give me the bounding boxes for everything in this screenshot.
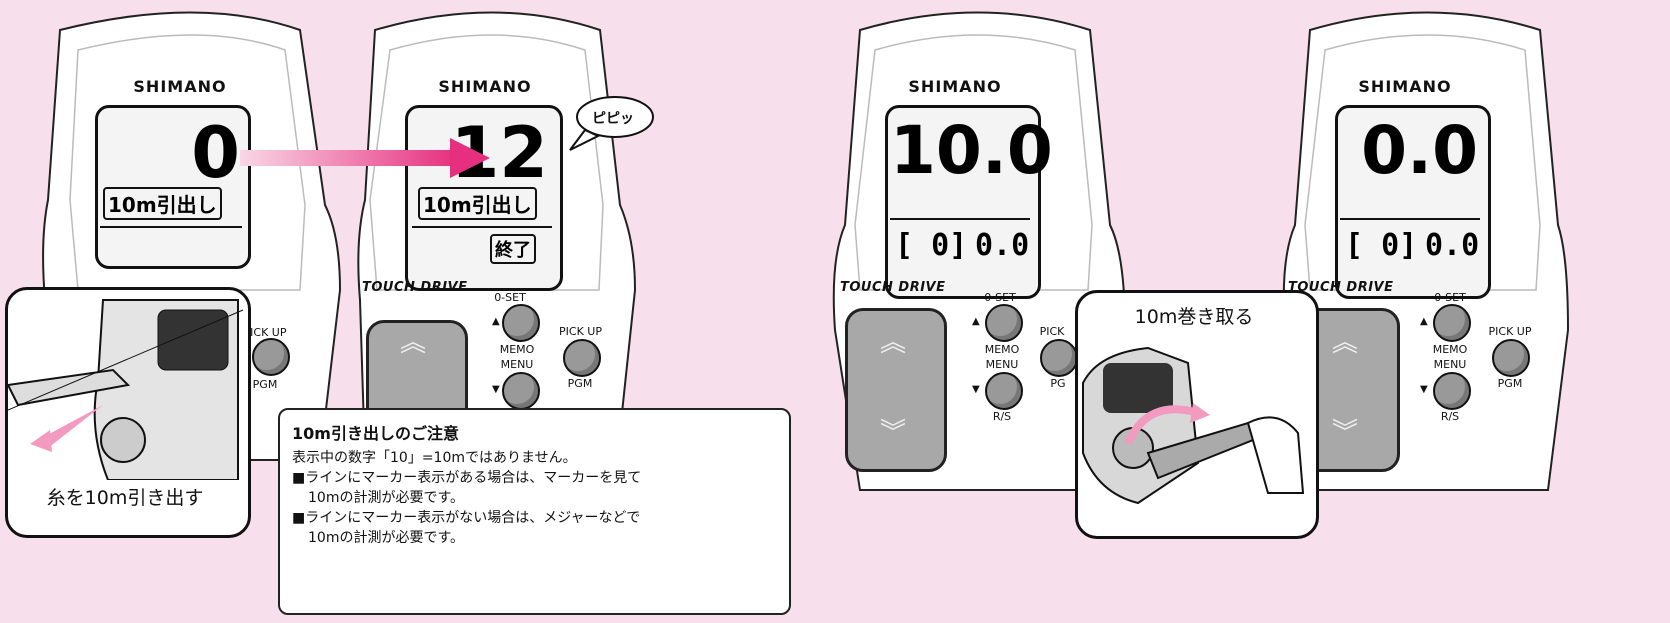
lcd-mode-label-1: 10m引出し — [103, 187, 222, 220]
pickup-label-1: PICK UP — [243, 326, 287, 339]
menu-button-2[interactable] — [502, 372, 540, 410]
notice-line-3: 10mの計測が必要です。 — [308, 490, 465, 506]
lcd-value-1: 0 — [191, 112, 240, 194]
lcd-sub-right-4: 0.0 — [1425, 228, 1480, 263]
chevron-up-icon: ︽ — [880, 328, 907, 358]
triangle-up-icon: ▲ — [972, 316, 980, 327]
touch-pad-3[interactable] — [845, 308, 947, 472]
touchdrive-logo-4: TOUCH DRIVE — [1288, 280, 1394, 295]
triangle-up-icon: ▲ — [1420, 316, 1428, 327]
notice-title: 10m引き出しのご注意 — [292, 424, 459, 443]
memo-label-4: MEMO — [1432, 343, 1468, 356]
sound-bubble — [569, 96, 654, 151]
lcd-sub-left-3: [ 0] — [895, 228, 968, 263]
oset-memo-button-4[interactable] — [1433, 304, 1471, 342]
lcd-sub-right-3: 0.0 — [975, 228, 1030, 263]
chevron-up-icon: ︽ — [400, 328, 427, 358]
lcd-end-label-2: 終了 — [490, 234, 536, 264]
lcd-mode-label-2: 10m引出し — [418, 187, 537, 220]
touchdrive-logo-3: TOUCH DRIVE — [840, 280, 946, 295]
pickup-label-2: PICK UP — [559, 325, 602, 338]
pgm-label-3: PG — [1050, 377, 1066, 390]
brand-logo-1: SHIMANO — [133, 77, 227, 96]
pickup-button-4[interactable] — [1492, 339, 1530, 377]
lcd-sub-left-4: [ 0] — [1345, 228, 1418, 263]
rs-label-3: R/S — [992, 410, 1012, 423]
oset-memo-button-3[interactable] — [985, 304, 1023, 342]
menu-label-3: MENU — [985, 358, 1019, 371]
reel-illustration-2 — [1082, 346, 1305, 505]
memo-label-2: MEMO — [499, 343, 535, 356]
pickup-button-3[interactable] — [1040, 339, 1078, 377]
chevron-down-icon: ︾ — [880, 418, 907, 448]
rs-label-4: R/S — [1440, 410, 1460, 423]
triangle-down-icon: ▼ — [972, 384, 980, 395]
arrow-right-icon — [240, 138, 490, 178]
oset-label-4: 0-SET — [1434, 291, 1466, 304]
menu-button-4[interactable] — [1433, 372, 1471, 410]
lcd-value-4: 0.0 — [1361, 112, 1478, 189]
lcd-value-3: 10.0 — [890, 112, 1053, 189]
lcd-divider-3 — [890, 218, 1030, 220]
chevron-down-icon: ︾ — [1332, 418, 1359, 448]
oset-label-2: 0-SET — [494, 291, 526, 304]
menu-label-4: MENU — [1433, 358, 1467, 371]
triangle-down-icon: ▼ — [1420, 384, 1428, 395]
oset-label-3: 0-SET — [984, 291, 1016, 304]
notice-box: 10m引き出しのご注意 表示中の数字「10」=10mではありません。 ■ラインに… — [278, 408, 791, 615]
inset-left-caption: 糸を10m引き出す — [46, 487, 204, 509]
notice-line-5: 10mの計測が必要です。 — [308, 530, 465, 546]
notice-line-4: ■ラインにマーカー表示がない場合は、メジャーなどで — [292, 510, 641, 526]
inset-wind-line — [1075, 290, 1319, 539]
brand-logo-4: SHIMANO — [1358, 77, 1452, 96]
lcd-screen-3 — [885, 105, 1041, 299]
triangle-up-icon: ▲ — [492, 316, 500, 327]
pickup-button-1[interactable] — [252, 338, 290, 376]
notice-line-2: ■ラインにマーカー表示がある場合は、マーカーを見て — [292, 470, 642, 486]
pickup-label-4: PICK UP — [1488, 325, 1532, 338]
brand-logo-3: SHIMANO — [908, 77, 1002, 96]
touchdrive-logo-2: TOUCH DRIVE — [362, 280, 468, 295]
lcd-divider-1 — [100, 226, 242, 228]
triangle-down-icon: ▼ — [492, 384, 500, 395]
lcd-divider-4 — [1340, 218, 1480, 220]
chevron-up-icon: ︽ — [1332, 328, 1359, 358]
notice-line-1: 表示中の数字「10」=10mではありません。 — [292, 450, 577, 466]
oset-memo-button-2[interactable] — [502, 304, 540, 342]
pgm-label-1: PGM — [252, 378, 278, 391]
inset-right-caption: 10m巻き取る — [1134, 306, 1254, 328]
menu-button-3[interactable] — [985, 372, 1023, 410]
reel-illustration-1 — [8, 299, 244, 481]
memo-label-3: MEMO — [984, 343, 1020, 356]
pickup-button-2[interactable] — [563, 339, 601, 377]
sound-bubble-text: ピピッ — [592, 111, 634, 127]
inset-pull-line — [5, 287, 251, 538]
pgm-label-2: PGM — [567, 377, 593, 390]
pgm-label-4: PGM — [1497, 377, 1523, 390]
menu-label-2: MENU — [500, 358, 534, 371]
pickup-label-3: PICK — [1039, 325, 1065, 338]
lcd-divider-2 — [412, 226, 552, 228]
brand-logo-2: SHIMANO — [438, 77, 532, 96]
lcd-screen-4 — [1335, 105, 1491, 299]
